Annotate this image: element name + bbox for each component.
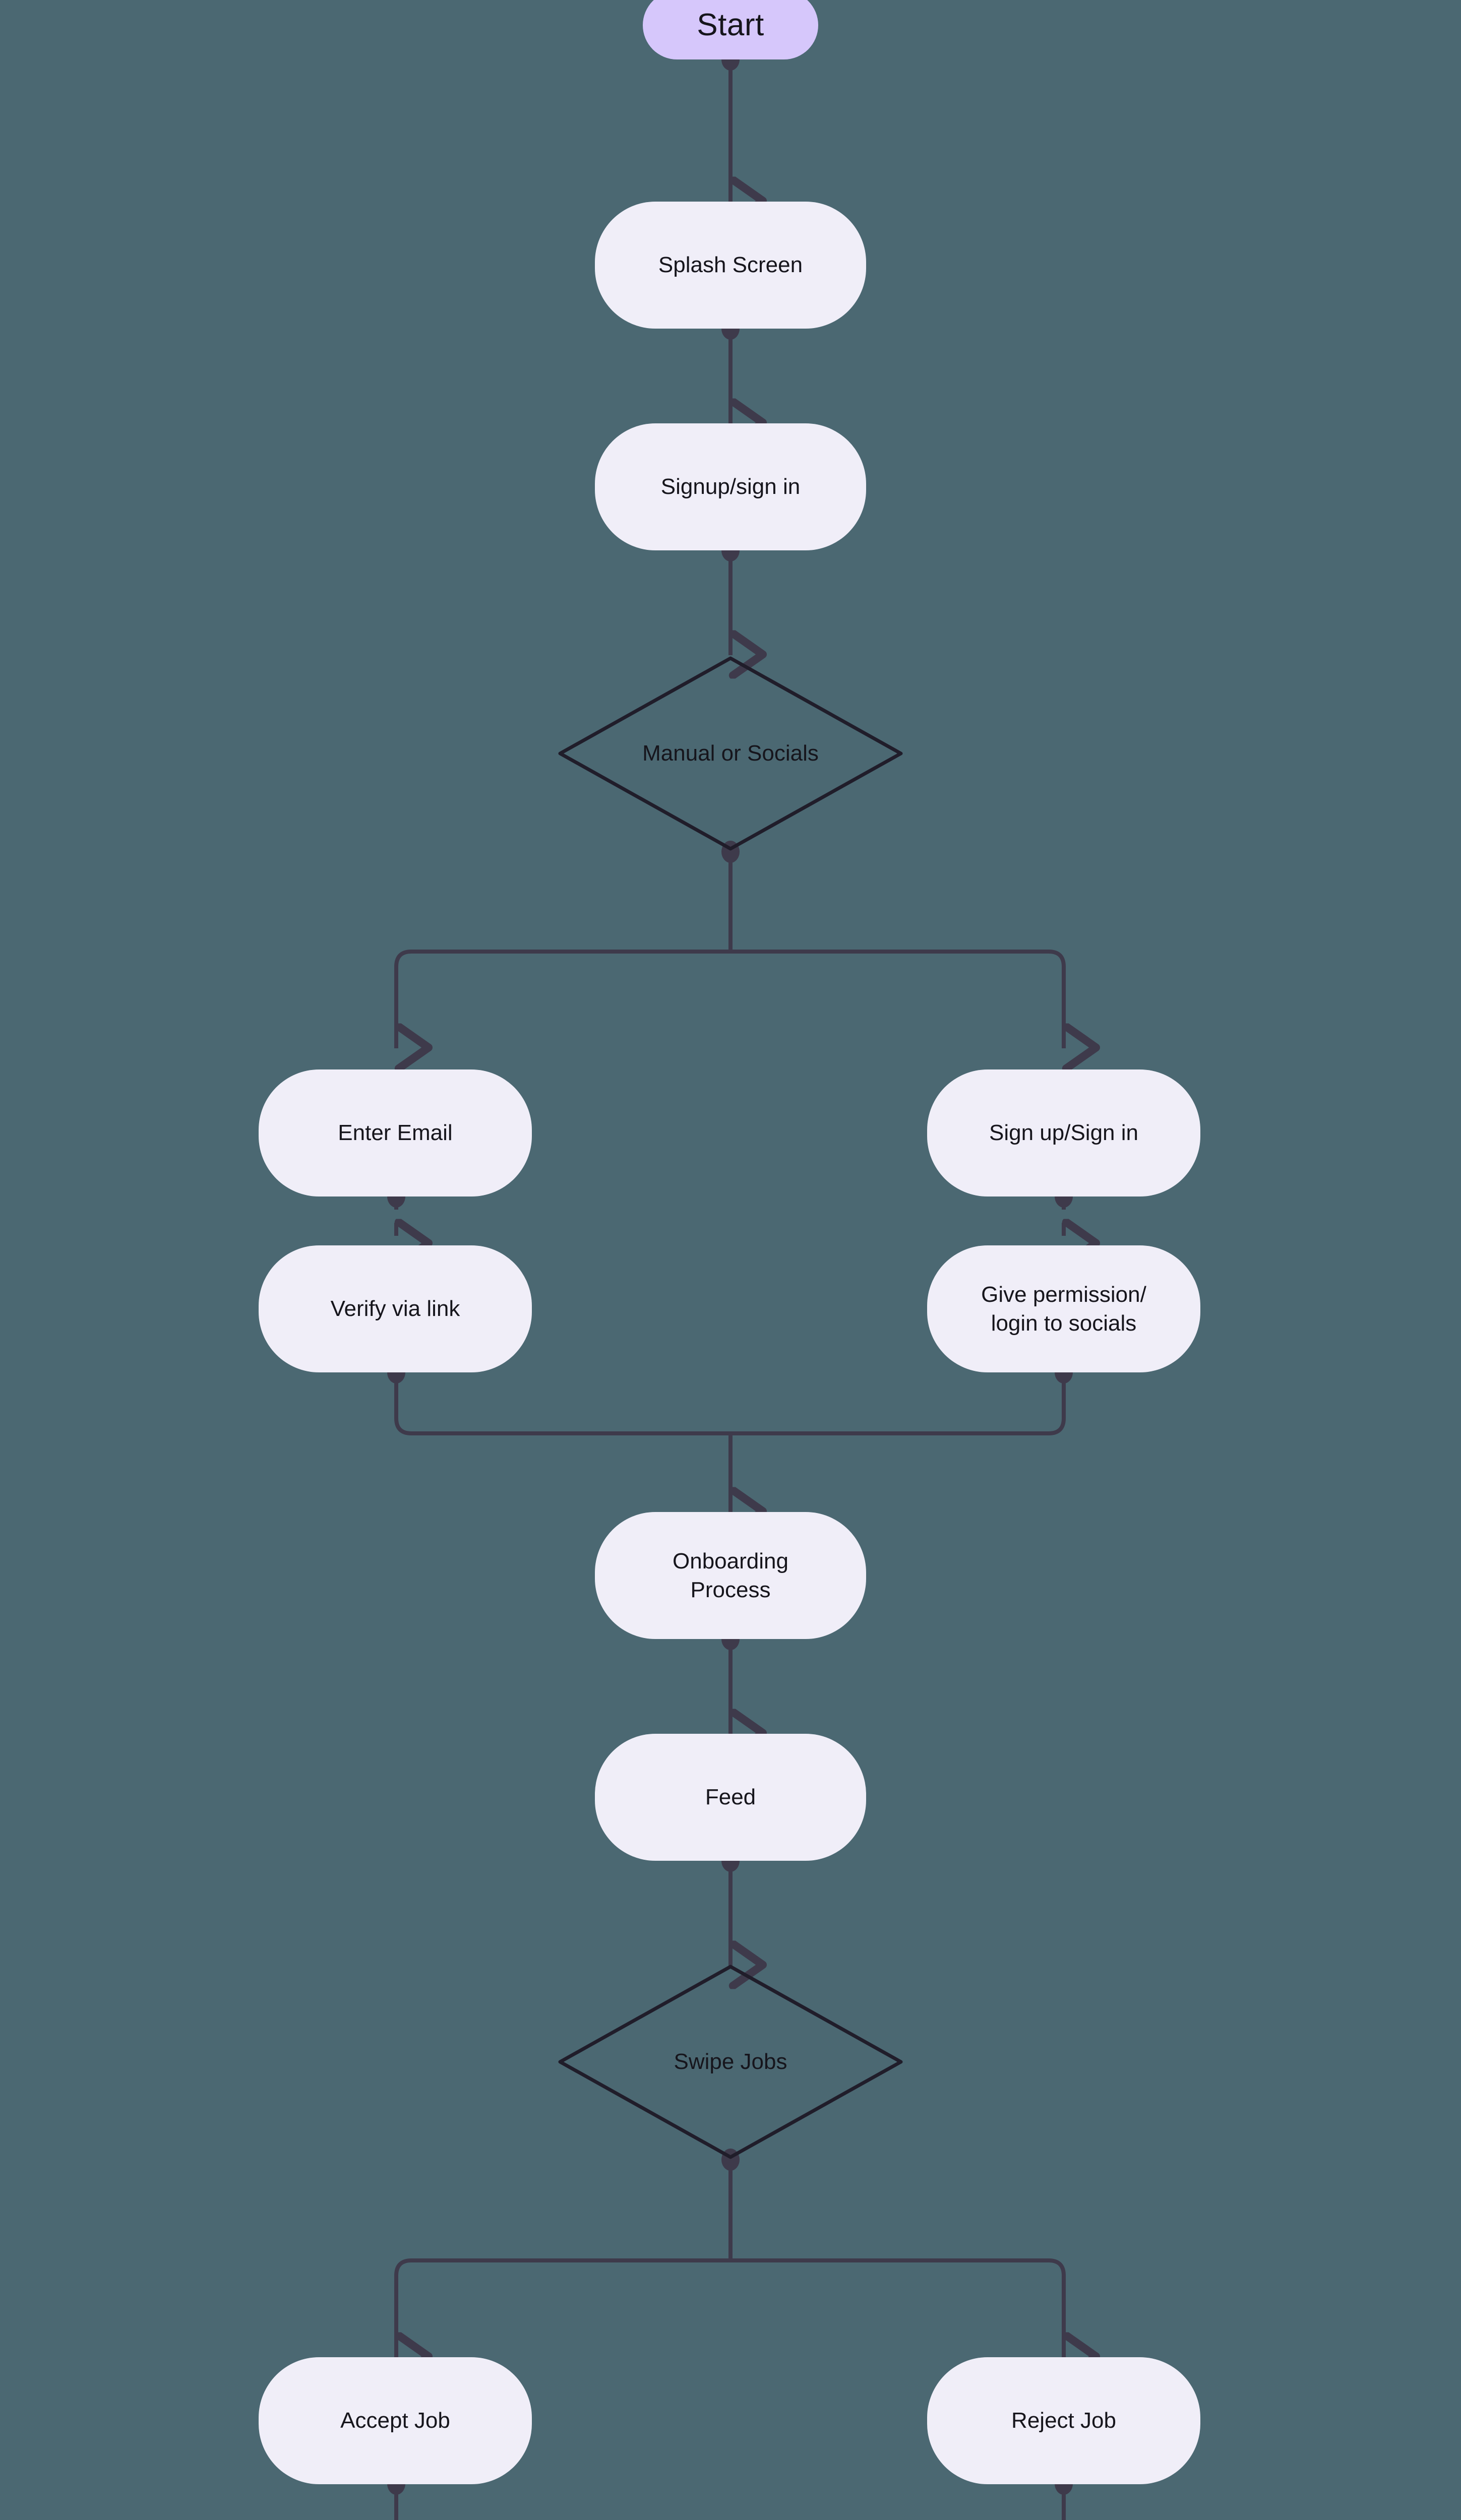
node-reject-job-label: Reject Job (1011, 2408, 1116, 2433)
node-splash-screen-label: Splash Screen (658, 253, 803, 278)
node-signup-signin-label: Signup/sign in (660, 474, 801, 499)
node-reject-job[interactable]: Reject Job (927, 2357, 1200, 2484)
node-give-permission[interactable]: Give permission/login to socials (927, 1245, 1200, 1372)
node-verify-via-link-label: Verify via link (330, 1296, 460, 1321)
node-feed-label: Feed (705, 1785, 756, 1810)
edge-merge-bus (394, 1372, 1066, 1435)
edge-split-bus-2 (394, 2258, 1066, 2354)
node-signup-signin[interactable]: Signup/sign in (595, 423, 866, 550)
node-swipe-jobs[interactable]: Swipe Jobs (557, 1964, 904, 2160)
node-start-label: Start (697, 7, 764, 42)
node-manual-or-socials-label: Manual or Socials (642, 741, 819, 766)
node-verify-via-link[interactable]: Verify via link (259, 1245, 532, 1372)
edge-split-bus (394, 950, 1066, 1045)
edge-merge-bus-2 (394, 2484, 1066, 2520)
diamond-shape (557, 655, 904, 852)
node-give-permission-label: Give permission/login to socials (981, 1282, 1146, 1336)
node-accept-job-label: Accept Job (340, 2408, 450, 2433)
node-swipe-jobs-label: Swipe Jobs (674, 2049, 787, 2074)
node-accept-job[interactable]: Accept Job (259, 2357, 532, 2484)
node-enter-email[interactable]: Enter Email (259, 1069, 532, 1196)
node-signup-signin-social-label: Sign up/Sign in (989, 1120, 1138, 1146)
node-enter-email-label: Enter Email (338, 1120, 453, 1146)
node-start[interactable]: Start (643, 0, 818, 59)
node-manual-or-socials[interactable]: Manual or Socials (557, 655, 904, 852)
node-signup-signin-social[interactable]: Sign up/Sign in (927, 1069, 1200, 1196)
node-feed[interactable]: Feed (595, 1734, 866, 1861)
node-splash-screen[interactable]: Splash Screen (595, 202, 866, 329)
diamond-shape (557, 1964, 904, 2160)
